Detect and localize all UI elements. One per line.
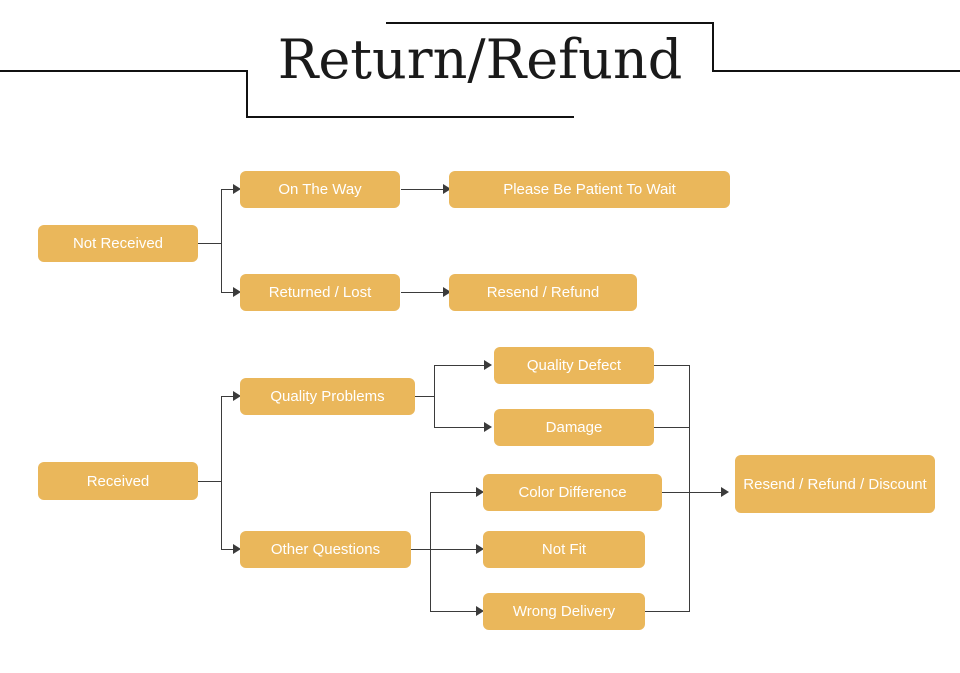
connector-on-the-way-to-wait [401, 189, 449, 190]
connector-to-damage [434, 427, 490, 428]
connector-received-vertical [221, 396, 222, 550]
arrow-to-other-questions [233, 544, 241, 554]
arrow-returned-to-resend [443, 287, 451, 297]
connector-other-vertical [430, 492, 431, 612]
arrow-on-the-way-to-wait [443, 184, 451, 194]
node-wrong-delivery[interactable]: Wrong Delivery [483, 593, 645, 630]
title-block: Return/Refund [0, 0, 960, 130]
node-not-fit[interactable]: Not Fit [483, 531, 645, 568]
title-rule-left-vertical [246, 70, 248, 118]
connector-merge-vertical [689, 365, 690, 612]
connector-to-returned-lost [221, 292, 239, 293]
title-rule-right-vertical [712, 22, 714, 72]
connector-quality-out [415, 396, 435, 397]
connector-received-out [198, 481, 222, 482]
node-received[interactable]: Received [38, 462, 198, 500]
connector-damage-right [654, 427, 690, 428]
arrow-to-final-node [721, 487, 729, 497]
node-damage[interactable]: Damage [494, 409, 654, 446]
title-rule-left [0, 70, 248, 72]
node-resend-refund-discount[interactable]: Resend / Refund / Discount [735, 455, 935, 513]
node-quality-problems[interactable]: Quality Problems [240, 378, 415, 415]
arrow-to-color-difference [476, 487, 484, 497]
connector-to-other-questions [221, 549, 239, 550]
connector-to-on-the-way [221, 189, 239, 190]
arrow-to-damage [484, 422, 492, 432]
connector-to-not-fit [430, 549, 482, 550]
arrow-to-quality-defect [484, 360, 492, 370]
page-title: Return/Refund [277, 28, 683, 91]
arrow-to-quality-problems [233, 391, 241, 401]
node-not-received[interactable]: Not Received [38, 225, 198, 262]
node-returned-lost[interactable]: Returned / Lost [240, 274, 400, 311]
connector-other-out [411, 549, 431, 550]
connector-not-received-out [198, 243, 222, 244]
title-rule-right [712, 70, 960, 72]
connector-wrong-delivery-right [644, 611, 690, 612]
connector-merge-to-final [689, 492, 727, 493]
arrow-to-wrong-delivery [476, 606, 484, 616]
arrow-to-not-fit [476, 544, 484, 554]
node-on-the-way[interactable]: On The Way [240, 171, 400, 208]
connector-quality-defect-right [654, 365, 690, 366]
node-color-difference[interactable]: Color Difference [483, 474, 662, 511]
node-quality-defect[interactable]: Quality Defect [494, 347, 654, 384]
connector-to-quality-problems [221, 396, 239, 397]
node-resend-refund[interactable]: Resend / Refund [449, 274, 637, 311]
node-other-questions[interactable]: Other Questions [240, 531, 411, 568]
arrow-to-returned-lost [233, 287, 241, 297]
connector-not-received-vertical [221, 189, 222, 293]
connector-to-wrong-delivery [430, 611, 482, 612]
connector-returned-to-resend [401, 292, 449, 293]
title-rule-top-right [386, 22, 714, 24]
connector-quality-vertical [434, 365, 435, 427]
title-rule-bottom-left [246, 116, 574, 118]
node-please-be-patient-to-wait[interactable]: Please Be Patient To Wait [449, 171, 730, 208]
connector-color-difference-right [662, 492, 690, 493]
connector-to-color-difference [430, 492, 482, 493]
connector-to-quality-defect [434, 365, 490, 366]
arrow-to-on-the-way [233, 184, 241, 194]
